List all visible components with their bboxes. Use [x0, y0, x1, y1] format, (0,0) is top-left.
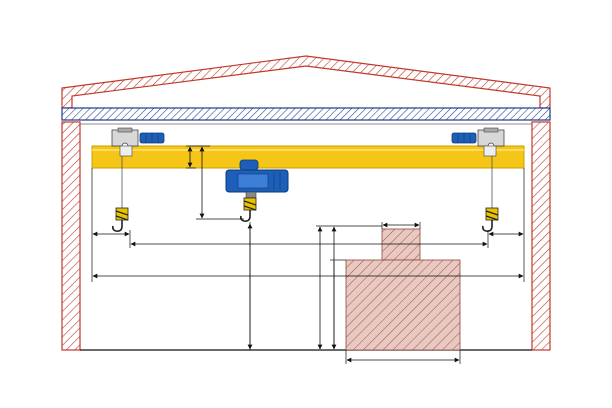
small-load [381, 228, 421, 261]
extension-lines [91, 145, 525, 364]
roof [61, 55, 551, 109]
large-load [345, 259, 461, 351]
right-end-truck [451, 127, 505, 157]
right-limit-hook [482, 156, 499, 232]
main-hook [240, 197, 257, 222]
left-end-truck [111, 127, 165, 157]
main-hoist [225, 159, 289, 199]
dimension-lines [92, 146, 524, 363]
building-shell [61, 121, 551, 351]
left-limit-hook [112, 156, 129, 232]
bridge-girder [91, 145, 525, 169]
runway-beam [61, 107, 551, 121]
